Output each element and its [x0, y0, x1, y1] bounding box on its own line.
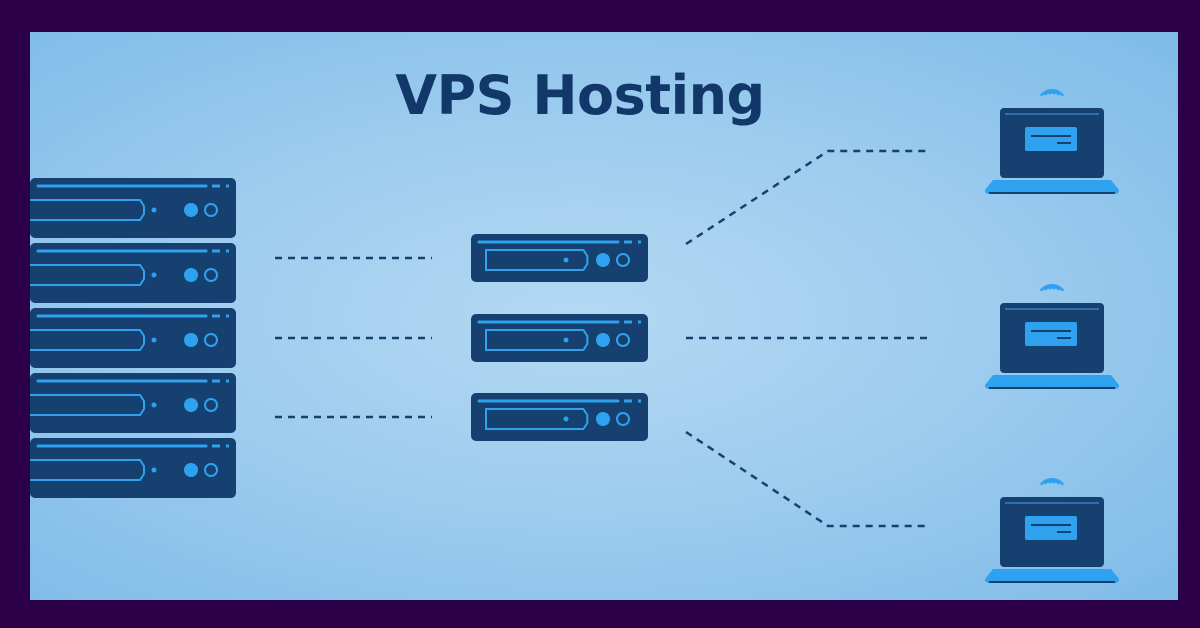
power-button-icon: [184, 398, 198, 412]
reset-button-icon: [616, 412, 630, 426]
virtual-server-2: [471, 314, 648, 362]
power-button-icon: [596, 253, 610, 267]
led-icon: [151, 337, 157, 343]
virtual-server-1: [471, 234, 648, 282]
client-laptop-1: [985, 89, 1119, 194]
power-button-icon: [596, 412, 610, 426]
laptop-base: [985, 180, 1119, 194]
physical-server-unit-1: [30, 178, 236, 238]
led-icon: [151, 272, 157, 278]
server-body: [30, 243, 236, 303]
reset-button-icon: [616, 333, 630, 347]
drive-bay: [485, 408, 589, 430]
drive-bay: [30, 199, 145, 221]
reset-button-icon: [616, 253, 630, 267]
led-icon: [151, 467, 157, 473]
drive-bay: [485, 249, 589, 271]
drive-bay: [30, 394, 145, 416]
reset-button-icon: [204, 398, 218, 412]
client-laptop-3: [985, 478, 1119, 583]
drive-bay: [30, 459, 145, 481]
drive-bay: [485, 329, 589, 351]
connection-vps-client-1: [685, 149, 928, 246]
server-body: [30, 438, 236, 498]
led-icon: [563, 337, 569, 343]
physical-server-unit-3: [30, 308, 236, 368]
wifi-icon: [1039, 89, 1065, 97]
laptop-base: [985, 569, 1119, 583]
server-body: [30, 178, 236, 238]
laptop-base: [985, 375, 1119, 389]
led-icon: [151, 402, 157, 408]
diagram-panel: VPS Hosting: [30, 32, 1178, 600]
connection-vps-client-3: [685, 430, 928, 528]
reset-button-icon: [204, 268, 218, 282]
wifi-icon: [1039, 478, 1065, 486]
led-icon: [151, 207, 157, 213]
dialog-icon: [1025, 127, 1077, 151]
reset-button-icon: [204, 333, 218, 347]
dialog-icon: [1025, 322, 1077, 346]
physical-server-unit-4: [30, 373, 236, 433]
client-laptop-2: [985, 284, 1119, 389]
drive-bay: [30, 329, 145, 351]
power-button-icon: [184, 333, 198, 347]
reset-button-icon: [204, 203, 218, 217]
power-button-icon: [184, 268, 198, 282]
power-button-icon: [184, 463, 198, 477]
page-title: VPS Hosting: [395, 64, 765, 127]
led-icon: [563, 416, 569, 422]
diagram-canvas: [30, 89, 1119, 583]
physical-server-unit-2: [30, 243, 236, 303]
drive-bay: [30, 264, 145, 286]
server-body: [30, 308, 236, 368]
dialog-icon: [1025, 516, 1077, 540]
server-body: [30, 373, 236, 433]
led-icon: [563, 257, 569, 263]
power-button-icon: [596, 333, 610, 347]
wifi-icon: [1039, 284, 1065, 292]
virtual-server-3: [471, 393, 648, 441]
reset-button-icon: [204, 463, 218, 477]
power-button-icon: [184, 203, 198, 217]
physical-server-unit-5: [30, 438, 236, 498]
